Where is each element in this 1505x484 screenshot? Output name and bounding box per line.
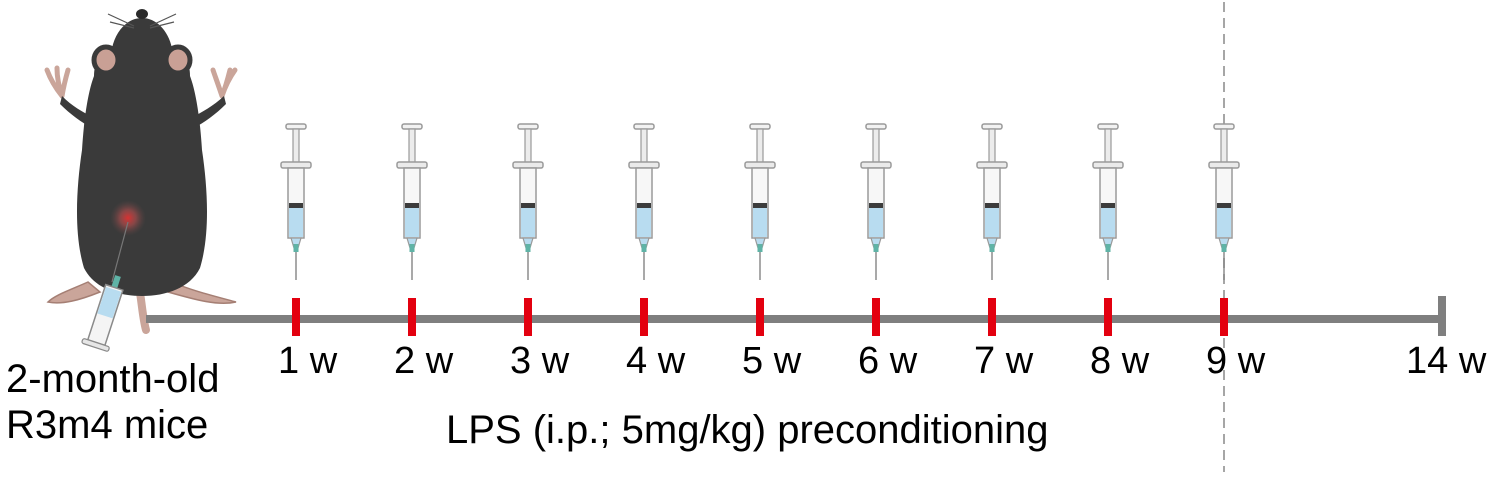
injection-tick [640, 298, 648, 336]
treatment-caption: LPS (i.p.; 5mg/kg) preconditioning [446, 408, 1049, 452]
injection-tick [408, 298, 416, 336]
week-label: 2 w [394, 340, 454, 382]
syringe-icon [744, 123, 776, 281]
week-label: 6 w [858, 340, 918, 382]
week-label: 4 w [626, 340, 686, 382]
week-label: 1 w [278, 340, 338, 382]
syringe-icon [1092, 123, 1124, 281]
mouse-strain-label: R3m4 mice [6, 403, 209, 447]
mouse-caption: 2-month-old R3m4 mice [6, 356, 219, 448]
injection-tick [1104, 298, 1112, 336]
injection-tick [872, 298, 880, 336]
syringe-icon [81, 275, 124, 352]
syringe-icon [396, 123, 428, 281]
injection-tick [292, 298, 300, 336]
week-label: 5 w [742, 340, 802, 382]
week-label: 7 w [974, 340, 1034, 382]
week-label: 9 w [1206, 340, 1266, 382]
syringe-icon [860, 123, 892, 281]
injection-tick [1220, 298, 1228, 336]
syringe-icon [976, 123, 1008, 281]
injection-tick [524, 298, 532, 336]
injection-tick [756, 298, 764, 336]
week-label: 3 w [510, 340, 570, 382]
syringe-icon [512, 123, 544, 281]
mouse-icon [44, 9, 238, 334]
syringe-icon [1208, 123, 1240, 281]
end-week-label: 14 w [1406, 340, 1487, 382]
syringe-icon [280, 123, 312, 281]
injection-tick [988, 298, 996, 336]
week-label: 8 w [1090, 340, 1150, 382]
mouse-age-label: 2-month-old [6, 357, 220, 401]
syringe-icon [628, 123, 660, 281]
